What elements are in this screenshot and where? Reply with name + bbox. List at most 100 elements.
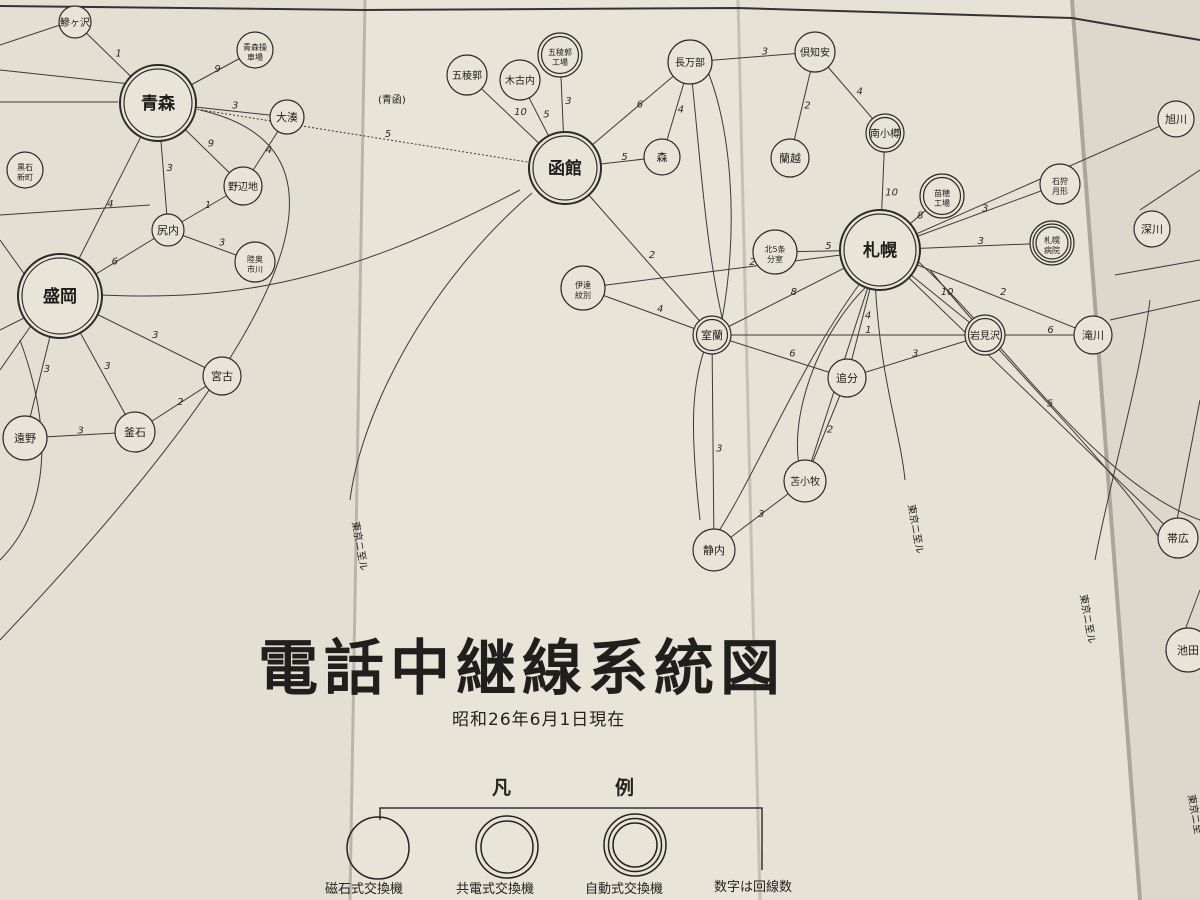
node-label-takikawa: 滝川 [1082, 329, 1104, 342]
circuit-count-morioka-tono: 3 [44, 364, 50, 375]
node-label-hakodate: 函館 [548, 158, 582, 179]
paper-panel-left [0, 0, 365, 900]
node-label-noheji: 野辺地 [228, 180, 258, 193]
node-label-fukagawa: 深川 [1141, 223, 1163, 236]
node-label-tomakomai: 苫小牧 [790, 475, 820, 488]
node-ring-ishikari-0 [1039, 163, 1081, 205]
offsheet-curve-24 [689, 61, 726, 331]
offsheet-line-7 [0, 239, 26, 276]
circuit-count-muroran-oiwake: 6 [789, 349, 795, 360]
offsheet-line-6 [0, 204, 151, 216]
circuit-count-sannai-morioka: 6 [112, 256, 118, 267]
node-goryokaku-koba: 五稜郭工場 [537, 32, 583, 78]
node-minami-otaru: 南小樽 [865, 113, 905, 153]
node-ring-morioka-1 [21, 257, 99, 335]
node-ring-oshamanbe-0 [667, 39, 713, 85]
node-ring-hakodate-0 [528, 131, 602, 205]
fold-line-3 [1070, 0, 1142, 900]
node-ring-takikawa-0 [1073, 315, 1113, 355]
node-tono: 遠野 [2, 415, 48, 461]
node-label-minami-otaru: 南小樽 [870, 127, 900, 140]
node-label-sannai: 尻内 [157, 223, 179, 237]
node-label-ikeda: 池田 [1177, 644, 1199, 657]
circuit-count-muroran-iwamizawa: 1 [865, 325, 871, 336]
node-ring-sapporo-byoin-1 [1032, 223, 1072, 263]
node-obihiro: 帯広 [1157, 517, 1199, 559]
circuit-count-sapporo-oiwake: 4 [865, 310, 871, 321]
circuit-count-oiwake-tomakomai: 2 [827, 425, 833, 436]
node-label-sapporo-byoin: 札幌病院 [1044, 235, 1060, 255]
node-iwamizawa: 岩見沢 [964, 314, 1006, 356]
node-ring-ominato-0 [269, 99, 305, 135]
node-label-naebo: 苗穂工場 [934, 188, 950, 208]
legend-heading-right: 例 [615, 777, 635, 799]
paper-panel-center [350, 0, 760, 900]
node-label-part-rikuchu-0: 陸奥 [247, 254, 263, 264]
trunk-line-aomori-hakodate [157, 102, 566, 169]
circuit-count-sapporo-takikawa: 2 [1000, 287, 1006, 298]
node-morioka: 盛岡 [17, 253, 103, 339]
node-label-kitagojo: 北5条分室 [764, 244, 785, 264]
node-aomori-sousha: 青森操車場 [236, 31, 274, 69]
node-label-part-aomori-sousha-0: 青森操 [243, 42, 267, 52]
legend-bracket [379, 807, 763, 870]
node-sannai: 尻内 [151, 213, 185, 247]
offsheet-curve-11 [349, 192, 533, 501]
legend-double-circle-outer [475, 815, 539, 879]
node-rankoshi: 蘭越 [770, 138, 810, 178]
circuit-count-kutchan-rankoshi: 2 [804, 100, 810, 111]
node-label-goryokaku-koba: 五稜郭工場 [548, 47, 572, 67]
node-ring-naebo-0 [919, 173, 965, 219]
node-label-part-sapporo-byoin-1: 病院 [1044, 245, 1060, 255]
node-ring-morioka-0 [17, 253, 103, 339]
node-label-part-date-0: 伊達 [575, 280, 591, 290]
node-ring-aomori-1 [123, 68, 193, 138]
circuit-count-sapporo-kitagojo: 5 [825, 241, 831, 252]
node-label-shizunai: 静内 [703, 543, 725, 557]
node-label-kamaishi: 釜石 [124, 425, 146, 439]
circuit-count-iwamizawa-takikawa: 6 [1047, 325, 1053, 336]
node-ring-sannai-0 [151, 213, 185, 247]
circuit-count-oshamanbe-kutchan: 3 [762, 47, 768, 58]
circuit-count-sapporo-muroran: 8 [791, 287, 797, 298]
node-label-obihiro: 帯広 [1167, 532, 1189, 545]
node-ring-kuroishi-0 [6, 151, 44, 189]
circuit-count-hakodate-kikonai: 5 [543, 110, 549, 121]
offsheet-curve-1 [0, 109, 290, 641]
node-label-aomori: 青森 [141, 93, 176, 114]
trunk-line-muroran-oiwake [711, 334, 848, 379]
node-ring-rikuchu-0 [234, 241, 276, 283]
circuit-count-noheji-sannai: 1 [205, 200, 211, 211]
node-ring-kikonai-0 [499, 59, 541, 101]
circuit-count-kutchan-minami-otaru: 4 [857, 87, 863, 98]
node-mori: 森 [643, 138, 681, 176]
node-ring-kutchan-0 [794, 31, 836, 73]
node-ring-muroran-1 [695, 318, 729, 352]
circuit-count-aomori-sannai: 3 [167, 163, 173, 174]
circuit-count-sapporo-naebo: 8 [917, 210, 923, 221]
circuit-count-miyako-kamaishi: 2 [177, 397, 183, 408]
node-label-kikonai: 木古内 [505, 74, 535, 87]
node-label-part-kitagojo-1: 分室 [767, 254, 783, 264]
node-label-tono: 遠野 [14, 432, 36, 445]
node-label-part-date-1: 紋別 [575, 290, 591, 300]
node-label-morioka: 盛岡 [43, 286, 77, 307]
legend-double-circle-inner [480, 820, 534, 874]
node-kamaishi: 釜石 [114, 411, 156, 453]
node-kuroishi: 黒石新町 [6, 151, 44, 189]
node-label-kuroishi: 黒石新町 [17, 163, 33, 182]
node-noheji: 野辺地 [223, 166, 263, 206]
node-label-aomori-sousha: 青森操車場 [243, 42, 267, 62]
node-oshamanbe: 長万部 [667, 39, 713, 85]
node-label-kutchan: 倶知安 [800, 46, 830, 59]
node-fukagawa: 深川 [1133, 210, 1171, 248]
legend-triple-circle-inner [612, 822, 658, 868]
circuit-count-aomori-noheji: 9 [208, 139, 214, 150]
node-ring-minami-otaru-1 [868, 116, 902, 150]
node-ominato: 大湊 [269, 99, 305, 135]
node-tomakomai: 苫小牧 [783, 459, 827, 503]
circuit-count-aomori-ominato: 3 [232, 101, 238, 112]
node-label-rikuchu: 陸奥市川 [247, 254, 263, 274]
